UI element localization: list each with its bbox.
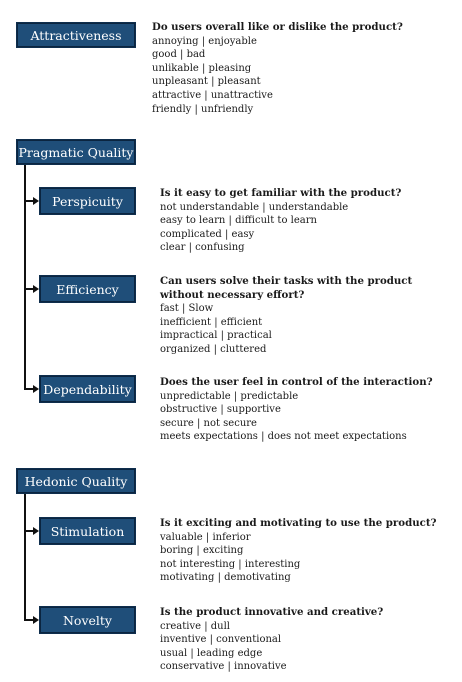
- stimulation-box: Stimulation: [39, 517, 136, 545]
- perspicuity-item: complicated | easy: [160, 228, 255, 240]
- attractiveness-item: attractive | unattractive: [152, 89, 273, 101]
- novelty-item: usual | leading edge: [160, 647, 263, 659]
- efficiency-box: Efficiency: [39, 275, 136, 303]
- attractiveness-item: annoying | enjoyable: [152, 35, 257, 47]
- pragmatic-quality-label: Pragmatic Quality: [18, 144, 134, 160]
- stimulation-item: valuable | inferior: [160, 531, 251, 543]
- attractiveness-box: Attractiveness: [16, 22, 136, 48]
- dependability-arrow-icon: [33, 384, 39, 393]
- dependability-connector: [24, 388, 34, 390]
- attractiveness-item: unpleasant | pleasant: [152, 76, 261, 88]
- dependability-box: Dependability: [39, 375, 136, 403]
- attractiveness-item: unlikable | pleasing: [152, 62, 252, 74]
- efficiency-arrow-icon: [33, 284, 39, 293]
- perspicuity-item: easy to learn | difficult to learn: [160, 215, 317, 227]
- perspicuity-label: Perspicuity: [52, 193, 123, 209]
- perspicuity-question: Is it easy to get familiar with the prod…: [160, 187, 402, 199]
- attractiveness-item: good | bad: [152, 49, 206, 61]
- stimulation-arrow-icon: [33, 526, 39, 535]
- novelty-box: Novelty: [39, 606, 136, 634]
- novelty-item: inventive | conventional: [160, 634, 282, 646]
- stimulation-item: motivating | demotivating: [160, 572, 291, 584]
- stimulation-item: not interesting | interesting: [160, 558, 301, 570]
- hedonic-quality-label: Hedonic Quality: [24, 473, 128, 489]
- efficiency-connector: [24, 288, 34, 290]
- efficiency-details: Can users solve their tasks with the pro…: [160, 275, 412, 357]
- dependability-item: obstructive | supportive: [160, 404, 281, 416]
- novelty-details: Is the product innovative and creative? …: [160, 606, 383, 674]
- efficiency-item: inefficient | efficient: [160, 316, 263, 328]
- dependability-item: unpredictable | predictable: [160, 390, 299, 402]
- dependability-item: meets expectations | does not meet expec…: [160, 431, 407, 443]
- pragmatic-quality-box: Pragmatic Quality: [16, 139, 136, 165]
- perspicuity-connector: [24, 200, 34, 202]
- efficiency-question-line2: without necessary effort?: [160, 288, 305, 301]
- attractiveness-question: Do users overall like or dislike the pro…: [152, 21, 403, 33]
- efficiency-label: Efficiency: [56, 281, 119, 297]
- attractiveness-label: Attractiveness: [30, 27, 122, 43]
- novelty-label: Novelty: [62, 612, 112, 628]
- novelty-connector: [24, 619, 34, 621]
- perspicuity-item: not understandable | understandable: [160, 201, 349, 213]
- efficiency-item: organized | cluttered: [160, 343, 267, 355]
- dependability-details: Does the user feel in control of the int…: [160, 376, 433, 444]
- novelty-item: creative | dull: [160, 620, 231, 632]
- perspicuity-arrow-icon: [33, 196, 39, 205]
- perspicuity-item: clear | confusing: [160, 242, 245, 254]
- novelty-arrow-icon: [33, 615, 39, 624]
- novelty-question: Is the product innovative and creative?: [160, 606, 384, 618]
- attractiveness-item: friendly | unfriendly: [152, 103, 254, 115]
- hedonic-connector-vertical: [24, 494, 26, 620]
- efficiency-item: impractical | practical: [160, 330, 272, 342]
- pragmatic-connector-vertical: [24, 165, 26, 389]
- perspicuity-box: Perspicuity: [39, 187, 136, 215]
- dependability-item: secure | not secure: [160, 417, 257, 429]
- hedonic-quality-box: Hedonic Quality: [16, 468, 136, 494]
- dependability-question: Does the user feel in control of the int…: [160, 376, 433, 388]
- attractiveness-details: Do users overall like or dislike the pro…: [152, 21, 403, 116]
- stimulation-label: Stimulation: [50, 523, 125, 539]
- stimulation-item: boring | exciting: [160, 545, 244, 557]
- stimulation-details: Is it exciting and motivating to use the…: [160, 517, 437, 585]
- stimulation-question: Is it exciting and motivating to use the…: [160, 517, 437, 529]
- stimulation-connector: [24, 530, 34, 532]
- novelty-item: conservative | innovative: [160, 661, 287, 673]
- perspicuity-details: Is it easy to get familiar with the prod…: [160, 187, 401, 255]
- efficiency-item: fast | Slow: [160, 303, 214, 315]
- dependability-label: Dependability: [43, 381, 132, 397]
- efficiency-question-line1: Can users solve their tasks with the pro…: [160, 275, 413, 287]
